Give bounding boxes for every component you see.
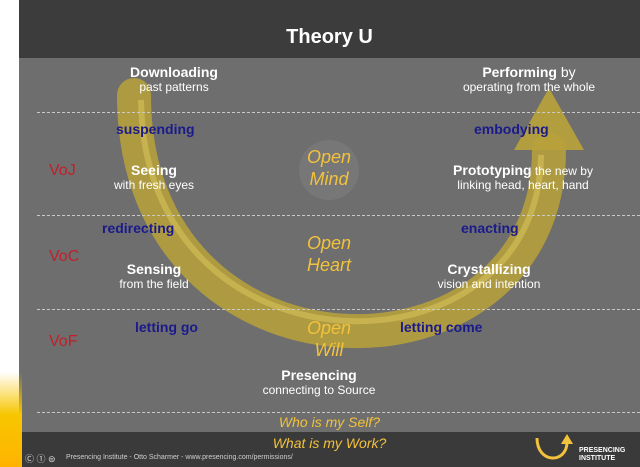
stage-seeing: Seeing with fresh eyes: [94, 162, 214, 192]
open-heart-line2: Heart: [306, 255, 351, 275]
stage-sensing: Sensing from the field: [99, 261, 209, 291]
stage-performing-title: Performing: [482, 64, 557, 80]
stage-performing-sub: operating from the whole: [462, 80, 596, 94]
open-will: Open Will: [284, 317, 374, 361]
slide-title: Theory U: [286, 26, 373, 48]
voice-voj: VoJ: [49, 162, 76, 179]
stage-crystallizing: Crystallizing vision and intention: [414, 261, 564, 291]
stage-seeing-sub: with fresh eyes: [113, 178, 195, 192]
stage-sensing-title: Sensing: [126, 261, 182, 277]
stage-crystallizing-sub: vision and intention: [437, 277, 541, 291]
open-will-line1: Open: [306, 318, 352, 338]
stage-presencing-sub: connecting to Source: [262, 383, 376, 397]
stage-downloading-sub: past patterns: [139, 80, 209, 94]
question-self: Who is my Self?: [278, 414, 381, 430]
action-enacting: enacting: [461, 220, 519, 236]
stage-performing-suffix: by: [557, 64, 576, 80]
brand-line2: INSTITUTE: [579, 455, 616, 462]
stage-prototyping-suffix: the new by: [531, 164, 593, 178]
divider-4: [37, 412, 640, 413]
open-heart-line1: Open: [306, 233, 352, 253]
action-suspending: suspending: [116, 121, 195, 137]
stage-seeing-title: Seeing: [131, 162, 177, 178]
brand-line1: PRESENCING: [579, 447, 626, 454]
corner-flash-decoration: [0, 372, 22, 467]
action-redirecting: redirecting: [102, 220, 175, 236]
stage-crystallizing-title: Crystallizing: [447, 261, 531, 277]
stage-prototyping-sub: linking head, heart, hand: [457, 178, 589, 192]
stage-performing: Performing by operating from the whole: [434, 64, 624, 94]
slide: Theory U Downloading past patterns Perfo…: [19, 0, 640, 467]
divider-3: [37, 309, 640, 310]
divider-1: [37, 112, 640, 113]
question-work: What is my Work?: [272, 435, 387, 451]
license-icon: Ⓒ ① ⊜: [25, 454, 56, 464]
stage-downloading: Downloading past patterns: [99, 64, 249, 94]
open-will-line2: Will: [314, 340, 344, 360]
open-mind-line2: Mind: [309, 169, 349, 189]
divider-2: [37, 215, 640, 216]
stage-prototyping: Prototyping the new by linking head, hea…: [427, 162, 619, 192]
action-embodying: embodying: [474, 121, 549, 137]
stage-presencing-title: Presencing: [281, 367, 357, 383]
open-mind-line1: Open: [306, 147, 352, 167]
u-arrow: [117, 78, 584, 349]
open-heart: Open Heart: [284, 232, 374, 276]
stage-prototyping-title: Prototyping: [453, 162, 532, 178]
footer-credit: Presencing Institute - Otto Scharmer - w…: [66, 454, 293, 461]
stage-downloading-title: Downloading: [130, 64, 218, 80]
title-bar: Theory U: [19, 0, 640, 58]
voice-vof: VoF: [49, 333, 78, 350]
u-arrow-head: [514, 88, 584, 150]
stage-sensing-sub: from the field: [119, 277, 189, 291]
action-letting-go: letting go: [135, 319, 198, 335]
action-letting-come: letting come: [400, 319, 483, 335]
presencing-logo-icon: [535, 434, 573, 460]
footer-bar: [19, 432, 640, 467]
voice-voc: VoC: [49, 248, 80, 265]
open-mind: Open Mind: [284, 146, 374, 190]
brand-name: PRESENCING INSTITUTE: [579, 447, 625, 463]
stage-presencing: Presencing connecting to Source: [239, 367, 399, 397]
